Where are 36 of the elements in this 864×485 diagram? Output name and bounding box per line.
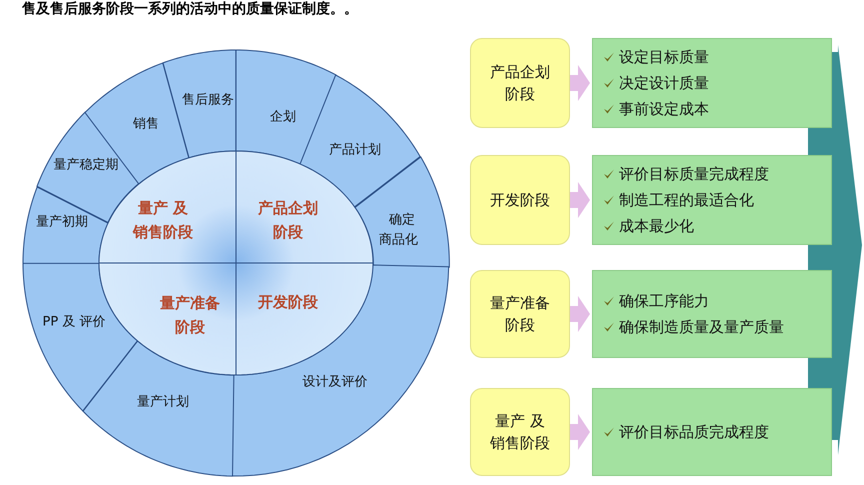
stage-label: 产品企划阶段 <box>257 198 319 243</box>
stage-box: 量产 及销售阶段 <box>470 388 570 476</box>
list-item-text: 评价目标品质完成程度 <box>619 422 769 443</box>
stage-box: 开发阶段 <box>470 155 570 245</box>
list-item-text: 事前设定成本 <box>619 99 709 120</box>
list-item-text: 决定设计质量 <box>619 73 709 94</box>
list-item-text: 评价目标质量完成程度 <box>619 164 769 185</box>
arrow <box>570 414 590 450</box>
list-item-text: 确保制造质量及量产质量 <box>619 317 784 338</box>
segment-label: 售后服务 <box>182 91 234 110</box>
list-item-text: 设定目标质量 <box>619 47 709 68</box>
arrow <box>570 182 590 218</box>
list-item-text: 成本最少化 <box>619 216 694 237</box>
segment-label: 设计及评价 <box>302 373 368 392</box>
segment-label: 销售 <box>132 115 159 134</box>
arrow <box>570 65 590 101</box>
info-panel <box>592 155 832 245</box>
segment-label: 量产初期 <box>36 213 88 232</box>
stage-label: 量产准备阶段 <box>159 293 221 338</box>
segment-label: PP 及 评价 <box>42 313 106 332</box>
list-item-text: 确保工序能力 <box>619 291 709 312</box>
segment-label: 企划 <box>270 108 296 126</box>
info-panel <box>592 388 832 476</box>
info-panel <box>592 270 832 358</box>
arrow <box>570 296 590 332</box>
stage-box: 产品企划阶段 <box>470 38 570 128</box>
stage-label: 量产 及销售阶段 <box>132 198 194 243</box>
segment-label: 量产计划 <box>136 393 189 412</box>
title: 售及售后服务阶段一系列的活动中的质量保证制度。。 <box>22 0 358 18</box>
segment-label: 产品计划 <box>328 141 381 160</box>
stage-label: 开发阶段 <box>257 292 319 313</box>
stage-box: 量产准备阶段 <box>470 270 570 358</box>
segment-label: 量产稳定期 <box>53 156 118 174</box>
segment-label: 确定商品化 <box>378 212 420 249</box>
list-item-text: 制造工程的最适合化 <box>619 190 754 211</box>
info-panel <box>592 38 832 128</box>
